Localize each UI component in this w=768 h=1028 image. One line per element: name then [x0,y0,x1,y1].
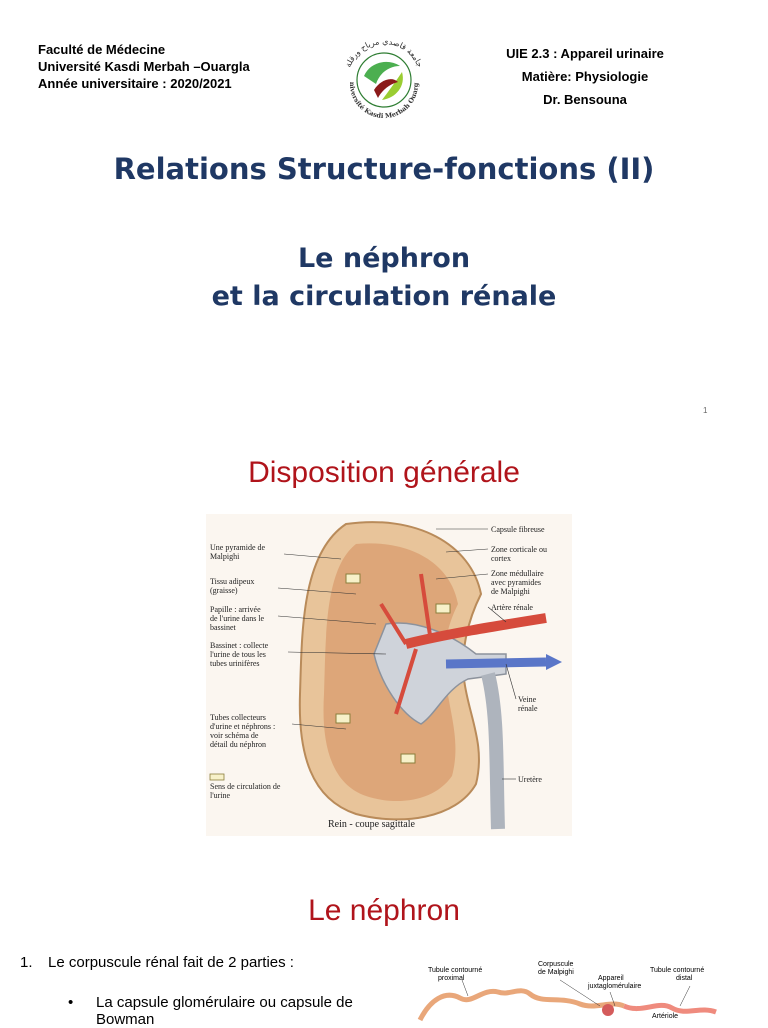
label-jga-l1: Appareil [598,975,624,982]
label-artery: Artère rénale [491,603,533,612]
label-flow-l1: Sens de circulation de [210,782,281,791]
glomerulus-shape [602,1004,614,1016]
label-tubes-l2: d'urine et néphrons : [210,722,275,731]
kidney-caption: Rein - coupe sagittale [328,819,415,830]
page-subtitle: Le néphron et la circulation rénale [0,240,768,316]
label-papilla-l3: bassinet [210,623,237,632]
label-papilla-l1: Papille : arrivée [210,605,261,614]
flow-legend-arrow [210,774,224,780]
section-heading-nephron: Le néphron [0,894,768,928]
label-medulla-l3: de Malpighi [491,587,531,596]
bullet-text: La capsule glomérulaire ou capsule de Bo… [96,994,366,1028]
label-medulla-l1: Zone médullaire [491,569,544,578]
bullet-dot: • [68,994,73,1011]
label-tubes-l4: détail du néphron [210,740,266,749]
list-item-1: 1.Le corpuscule rénal fait de 2 parties … [20,954,294,971]
label-capsule: Capsule fibreuse [491,525,545,534]
faculty-name: Faculté de Médecine [38,41,250,58]
renal-vein-shape [446,662,546,664]
label-proximal-l1: Tubule contourné [428,967,482,974]
label-pyramid-l2: Malpighi [210,552,240,561]
list-item-number: 1. [20,954,48,971]
label-medulla-l2: avec pyramides [491,578,541,587]
label-pelvis-l2: l'urine de tous les [210,650,266,659]
label-pyramid-l1: Une pyramide de [210,543,266,552]
page-number: 1 [703,406,707,415]
label-ureter: Uretère [518,775,542,784]
course-header: UIE 2.3 : Appareil urinaire Matière: Phy… [480,42,690,111]
label-pelvis-l1: Bassinet : collecte [210,641,269,650]
label-adipose-l2: (graisse) [210,586,238,595]
label-flow-l2: l'urine [210,791,231,800]
section-heading-disposition: Disposition générale [0,456,768,490]
subtitle-line-2: et la circulation rénale [0,278,768,316]
university-name: Université Kasdi Merbah –Ouargla [38,58,250,75]
page-title: Relations Structure-fonctions (II) [0,152,768,186]
label-tubes-l3: voir schéma de [210,731,259,740]
label-cortex-l1: Zone corticale ou [491,545,547,554]
label-papilla-l2: de l'urine dans le [210,614,265,623]
academic-year: Année universitaire : 2020/2021 [38,75,250,92]
course-unit: UIE 2.3 : Appareil urinaire [480,42,690,65]
label-corpuscle-l1: Corpuscule [538,961,574,968]
label-jga-l2: juxtaglomérulaire [587,983,641,990]
subtitle-line-1: Le néphron [0,240,768,278]
label-arteriole: Artériole [652,1013,678,1020]
label-proximal-l2: proximal [438,975,465,982]
list-item-text: Le corpuscule rénal fait de 2 parties : [48,954,294,971]
university-logo: جامعة قاصدي مرباح ورقلة Université Kasdi… [336,32,432,128]
label-tubes-l1: Tubes collecteurs [210,713,266,722]
label-adipose-l1: Tissu adipeux [210,577,254,586]
faculty-header: Faculté de Médecine Université Kasdi Mer… [38,41,250,92]
label-distal-l1: Tubule contourné [650,967,704,974]
label-vein-l1: Veine [518,695,537,704]
course-subject: Matière: Physiologie [480,65,690,88]
course-teacher: Dr. Bensouna [480,88,690,111]
label-cortex-l2: cortex [491,554,511,563]
label-vein-l2: rénale [518,704,538,713]
label-distal-l2: distal [676,975,693,982]
label-corpuscle-l2: de Malpighi [538,969,574,976]
label-pelvis-l3: tubes urinifères [210,659,260,668]
